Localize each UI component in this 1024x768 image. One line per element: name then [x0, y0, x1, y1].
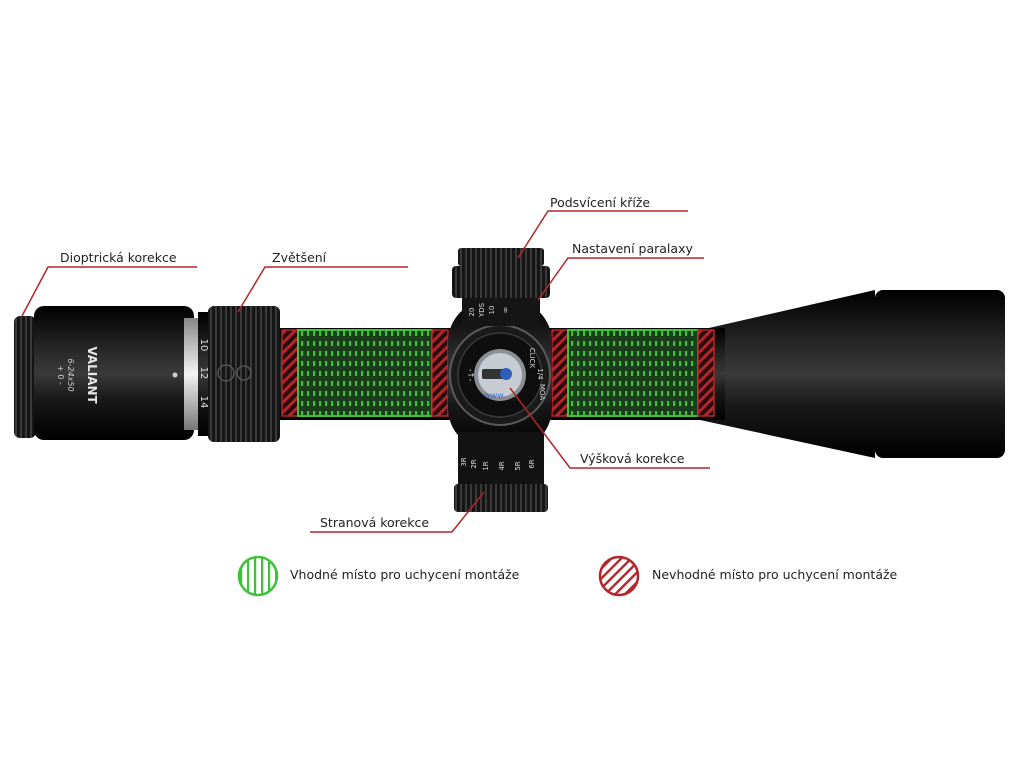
- callout-line-parallax: [537, 257, 704, 301]
- legend-suitable-swatch: [237, 555, 279, 597]
- brand-name: VALIANT: [85, 346, 99, 404]
- callout-diopter: Dioptrická korekce: [60, 250, 177, 265]
- unsuitable-zone-1: [281, 329, 299, 417]
- windage-mark-4r: 4R: [498, 461, 506, 470]
- callout-lines: [21, 210, 710, 533]
- parallax-mark-infinity: ∞: [501, 307, 510, 314]
- magnification-mark-14: 14: [198, 396, 209, 409]
- callout-line-diopter: [21, 266, 197, 317]
- magnification-mark-10: 10: [198, 339, 209, 352]
- callout-magnification: Zvětšení: [272, 250, 327, 265]
- objective-bell: [700, 290, 1005, 458]
- side-mark-symbol: -↑-: [466, 369, 475, 382]
- callout-elevation: Výšková korekce: [580, 451, 685, 466]
- parallax-mark-10: 10: [488, 306, 496, 315]
- side-mark-click: CLICK: [528, 348, 536, 369]
- model-text: 6-24x50: [66, 358, 75, 391]
- windage-mark-5r: 5R: [514, 461, 522, 470]
- windage-mark-1r: 1R: [482, 461, 490, 470]
- callout-illumination: Podsvícení kříže: [550, 195, 651, 210]
- top-turret: [452, 248, 550, 326]
- magnification-mark-12: 12: [198, 367, 209, 380]
- unsuitable-zone-3: [551, 329, 569, 417]
- side-mark-moa: MOA: [538, 384, 546, 400]
- callout-line-magnification: [237, 266, 408, 313]
- windage-mark-2r: 2R: [470, 459, 478, 468]
- turret-housing: [448, 300, 552, 450]
- watermark-text: www.....: [484, 391, 516, 400]
- windage-mark-6r: 6R: [528, 459, 536, 468]
- suitable-zone-right: [567, 329, 699, 417]
- callout-line-elevation: [509, 387, 710, 469]
- callout-parallax: Nastavení paralaxy: [572, 241, 693, 256]
- callout-line-illumination: [517, 210, 688, 259]
- windage-mark-3r: 3R: [460, 457, 468, 466]
- legend-unsuitable-swatch: [598, 555, 640, 597]
- callout-line-windage: [310, 491, 485, 533]
- unsuitable-zone-2: [431, 329, 449, 417]
- legend-suitable-label: Vhodné místo pro uchycení montáže: [290, 567, 520, 582]
- brand-logo: VALIANT: [85, 346, 99, 404]
- callout-windage: Stranová korekce: [320, 515, 430, 530]
- unsuitable-zone-4: [697, 329, 715, 417]
- parallax-mark-20: 20: [468, 308, 476, 317]
- suitable-zone-left: [297, 329, 433, 417]
- bottom-turret: [454, 432, 548, 512]
- parallax-mark-yds: YDS: [478, 302, 486, 318]
- diopter-mark: + 0 -: [56, 365, 65, 385]
- legend-unsuitable-label: Nevhodné místo pro uchycení montáže: [652, 567, 898, 582]
- eyepiece: [14, 306, 280, 442]
- side-mark-quarter: 1/4: [536, 368, 544, 380]
